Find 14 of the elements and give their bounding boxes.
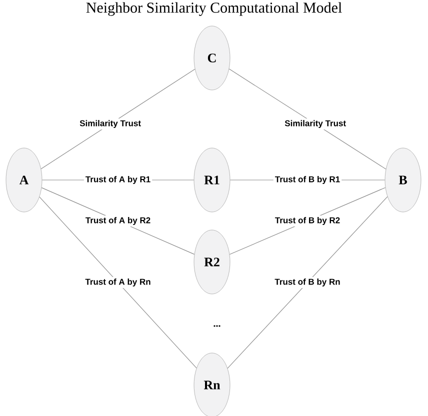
connector-line (228, 68, 386, 170)
connector-line (227, 196, 388, 369)
edge-label: Trust of A by R2 (84, 216, 152, 226)
edge-label: Similarity Trust (283, 118, 348, 130)
ellipsis-text: ... (214, 325, 220, 327)
edge-label: Trust of A by Rn (84, 277, 152, 288)
connector-line (39, 196, 197, 368)
connector-line (40, 68, 196, 170)
edge-label: Trust of B by Rn (273, 277, 342, 288)
title: Neighbor Similarity Computational Model (86, 2, 342, 16)
edge-label: Trust of B by R1 (273, 174, 342, 186)
edge-label: Similarity Trust (78, 118, 143, 130)
edge-label: Trust of A by R1 (84, 174, 152, 186)
edge-label: Trust of B by R2 (273, 216, 342, 226)
